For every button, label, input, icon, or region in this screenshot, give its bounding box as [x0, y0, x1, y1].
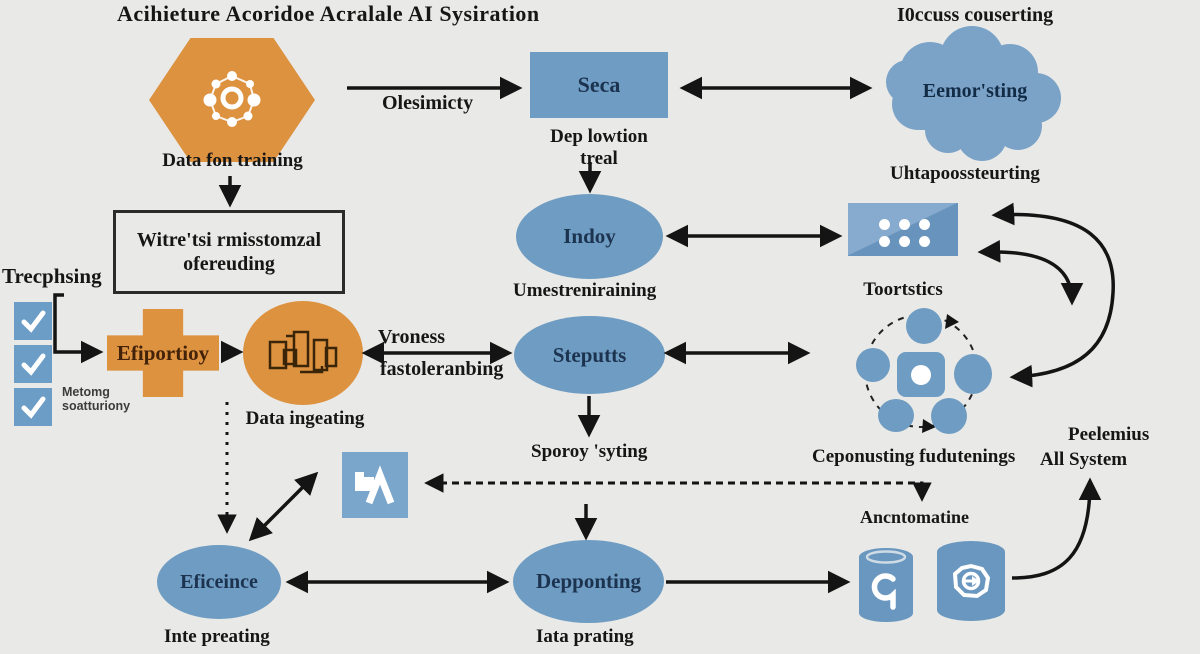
- corner-note: I0ccuss couserting: [897, 4, 1054, 26]
- efiportioy-label: Efiportioy: [116, 340, 210, 365]
- data-hexagon-shape: [149, 38, 315, 162]
- curved-arrow-dots-cluster-outer: [991, 202, 1115, 388]
- dots-tile: [848, 203, 958, 256]
- gear-database-icon: [936, 540, 1006, 629]
- indoy-sublabel: Umestreniraining: [513, 280, 657, 301]
- dots-tile-label: Toortstics: [863, 279, 943, 300]
- peelemius-line2: All System: [1040, 449, 1128, 470]
- checkbox-icon: [14, 345, 52, 383]
- arrow-eficeince-apptile: [248, 471, 319, 542]
- diagram-title: Acihieture Acoridoe Acralale AI Sysirati…: [117, 1, 540, 26]
- cluster-circle: [931, 398, 967, 434]
- seca-sublabel-2: treal: [580, 148, 618, 169]
- curved-arrow-db-to-peelemius: [1011, 477, 1102, 580]
- cloud-label: Eemor'sting: [922, 80, 1028, 102]
- cluster-circle: [954, 354, 992, 394]
- steputts-sublabel: Sporoy 'syting: [531, 441, 648, 462]
- arrow-checklist-to-cross: [53, 293, 104, 364]
- depponting-label: Depponting: [535, 569, 642, 593]
- checklist-label: Trecphsing: [2, 264, 102, 288]
- orbit-arrowhead: [945, 314, 959, 329]
- efiportioy-cross: Efiportioy: [107, 309, 219, 397]
- indoy-label: Indoy: [563, 224, 616, 248]
- depponting-sublabel: Iata prating: [536, 626, 634, 647]
- cluster-circle: [906, 308, 942, 344]
- peelemius-line1: Peelemius: [1068, 424, 1150, 445]
- dashed-arrow-to-ancntomatine: [424, 473, 932, 502]
- cluster-circle: [856, 348, 890, 382]
- depponting-ellipse: Depponting: [513, 540, 664, 623]
- seca-box: Seca: [530, 52, 668, 118]
- witretsi-box: Witre'tsi rmisstomzal ofereuding: [113, 210, 345, 294]
- eficeince-sublabel: Inte preating: [164, 626, 270, 647]
- process-hub-icon: [897, 352, 945, 397]
- app-tile: [342, 452, 408, 518]
- indoy-ellipse: Indoy: [516, 194, 663, 279]
- hexagon-label: Data fon training: [162, 150, 303, 171]
- cluster-circle: [878, 399, 914, 432]
- ancntomatine-label: Ancntomatine: [860, 507, 969, 527]
- bar-blocks-icon: [268, 330, 338, 374]
- eficeince-label: Eficeince: [180, 570, 258, 593]
- steputts-label: Steputts: [552, 342, 627, 367]
- seca-sublabel-1: Dep lowtion: [550, 126, 648, 147]
- seca-label: Seca: [577, 72, 621, 97]
- sync-database-icon: [858, 546, 914, 629]
- steputts-ellipse: Steputts: [514, 316, 665, 394]
- eficeince-ellipse: Eficeince: [157, 545, 281, 619]
- witretsi-line2: ofereuding: [183, 253, 275, 275]
- checklist-note-2: soatturiony: [62, 399, 131, 413]
- checkbox-icon: [14, 302, 52, 340]
- cluster-label: Ceponusting fudutenings: [812, 446, 1016, 467]
- folder-a-icon: [355, 465, 395, 505]
- edge-label-olesimicty: Olesimicty: [382, 92, 474, 114]
- edge-label-vroness-2: fastoleranbing: [380, 358, 504, 380]
- checklist-note-1: Metomg: [62, 385, 110, 399]
- curved-arrow-dots-cluster-inner: [977, 240, 1084, 306]
- edge-label-vroness-1: Vroness: [378, 326, 446, 348]
- cloud-sublabel: Uhtapoossteurting: [890, 163, 1040, 184]
- ingest-circle: [243, 301, 363, 405]
- checkbox-icon: [14, 388, 52, 426]
- molecule-gear-icon: [203, 71, 261, 127]
- witretsi-line1: Witre'tsi rmisstomzal: [136, 229, 322, 251]
- ingest-label: Data ingeating: [245, 408, 365, 429]
